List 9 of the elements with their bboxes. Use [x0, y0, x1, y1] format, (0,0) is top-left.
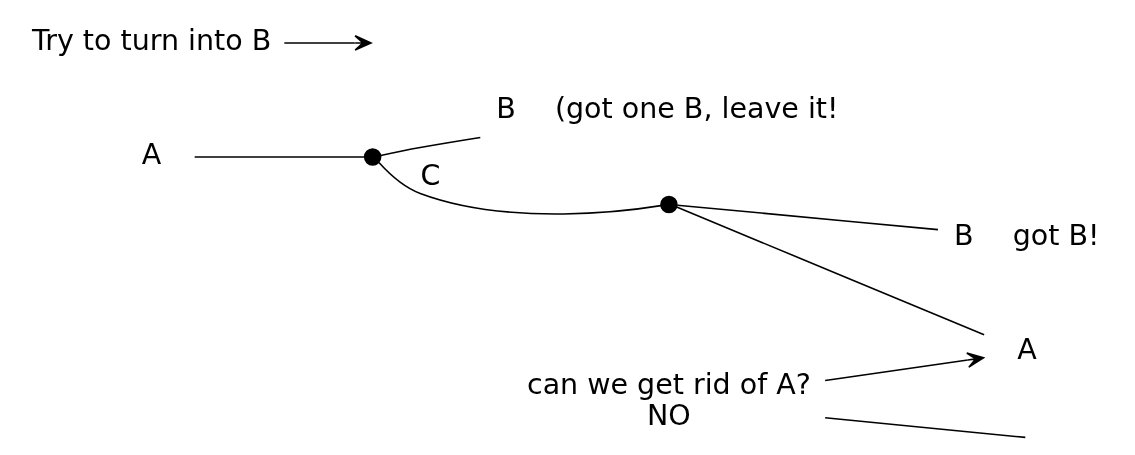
node-text: can we get rid of A? NO — [526, 367, 811, 433]
node-label: (got one B, leave it! — [554, 92, 839, 126]
node-label: got B! — [1012, 218, 1100, 252]
edge-label: C — [420, 158, 441, 192]
node-text: Try to turn into B — [31, 23, 272, 57]
node-text: A — [141, 137, 162, 171]
node-text: A — [1017, 332, 1037, 366]
node-text: B — [954, 218, 974, 252]
node-text: B — [496, 92, 516, 126]
